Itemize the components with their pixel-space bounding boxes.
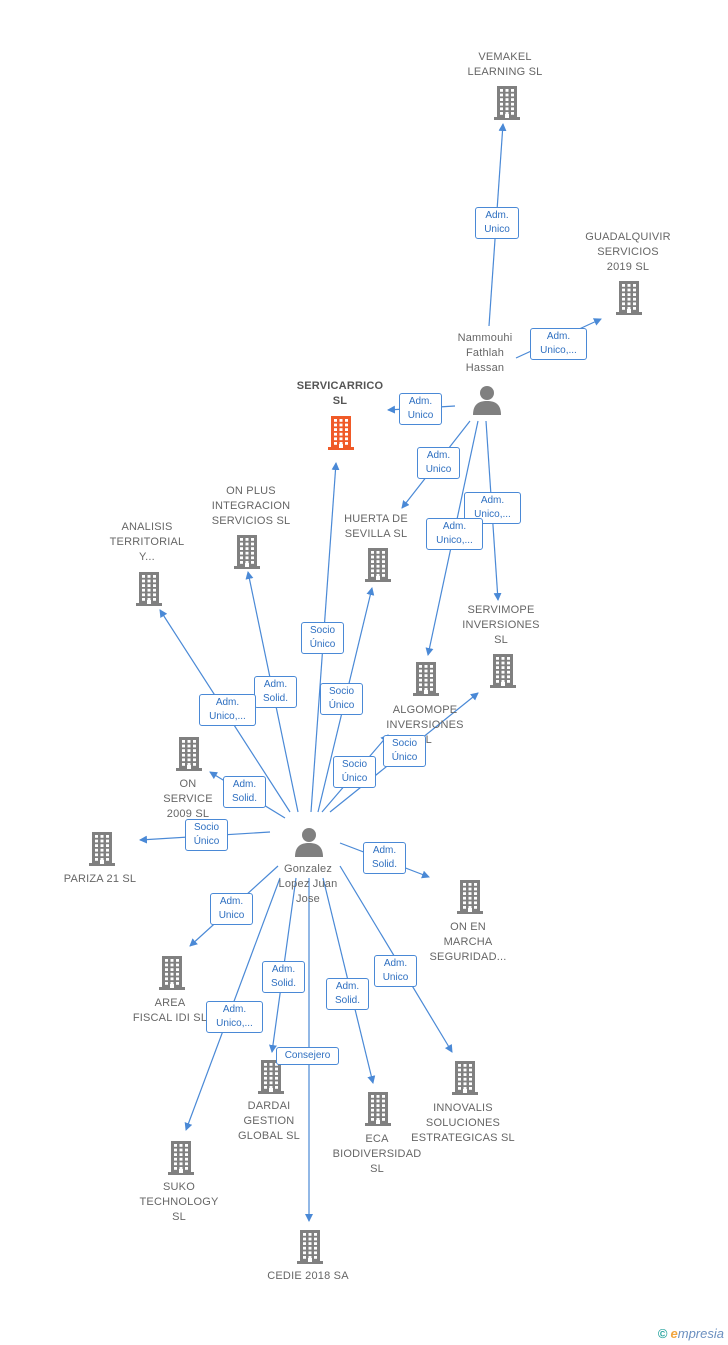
company-building-icon-servimope[interactable]	[438, 652, 568, 688]
company-building-icon-suko[interactable]	[116, 1139, 246, 1175]
company-building-icon-eca[interactable]	[313, 1090, 443, 1126]
edge-label-gonzalez-to-servicarrico[interactable]: Socio Único	[301, 622, 344, 654]
edge-label-nammouhi-to-servimope[interactable]: Adm. Unico,...	[464, 492, 521, 524]
company-building-icon-analisis[interactable]	[84, 570, 214, 606]
edge-label-nammouhi-to-algomope[interactable]: Adm. Unico,...	[426, 518, 483, 550]
node-label-onservice[interactable]: ON SERVICE 2009 SL	[163, 778, 213, 820]
edge-label-gonzalez-to-onservice[interactable]: Adm. Solid.	[223, 776, 266, 808]
brand-logo-text: empresia	[671, 1326, 724, 1341]
node-label-nammouhi[interactable]: Nammouhi Fathlah Hassan	[457, 332, 513, 374]
company-building-icon-vemakel[interactable]	[442, 84, 572, 120]
brand-logo-e: e	[670, 1326, 678, 1341]
node-label-dardai[interactable]: DARDAI GESTION GLOBAL SL	[238, 1100, 300, 1142]
edge-label-gonzalez-to-onplus[interactable]: Adm. Solid.	[254, 676, 297, 708]
edge-label-gonzalez-to-suko[interactable]: Adm. Unico,...	[206, 1001, 263, 1033]
node-label-analisis[interactable]: ANALISIS TERRITORIAL Y...	[109, 521, 185, 563]
edge-label-gonzalez-to-dardai[interactable]: Adm. Solid.	[262, 961, 305, 993]
node-label-cedie[interactable]: CEDIE 2018 SA	[267, 1270, 349, 1282]
node-label-area[interactable]: AREA FISCAL IDI SL	[132, 997, 208, 1024]
node-label-innovalis[interactable]: INNOVALIS SOLUCIONES ESTRATEGICAS SL	[411, 1102, 515, 1144]
company-building-icon-cedie[interactable]	[245, 1228, 375, 1264]
brand-logo-rest: mpresia	[677, 1326, 724, 1341]
node-label-servicarrico[interactable]: SERVICARRICO SL	[296, 380, 384, 407]
footer-brand[interactable]: ©empresia	[658, 1326, 724, 1341]
edge-label-gonzalez-to-area[interactable]: Adm. Unico	[210, 893, 253, 925]
company-building-icon-area[interactable]	[107, 954, 237, 990]
person-icon-gonzalez[interactable]	[244, 827, 374, 857]
edge-label-gonzalez-to-huerta[interactable]: Socio Único	[320, 683, 363, 715]
company-building-icon-huerta[interactable]	[313, 546, 443, 582]
edge-label-gonzalez-to-analisis[interactable]: Adm. Unico,...	[199, 694, 256, 726]
company-building-icon-onenmarcha[interactable]	[405, 878, 535, 914]
company-building-icon-dardai[interactable]	[206, 1058, 336, 1094]
edge-label-gonzalez-to-pariza[interactable]: Socio Único	[185, 819, 228, 851]
edge-label-nammouhi-to-huerta[interactable]: Adm. Unico	[417, 447, 460, 479]
edge-label-gonzalez-to-algomope[interactable]: Socio Único	[333, 756, 376, 788]
company-building-icon-onplus[interactable]	[182, 533, 312, 569]
node-label-onenmarcha[interactable]: ON EN MARCHA SEGURIDAD...	[429, 921, 507, 963]
node-label-pariza[interactable]: PARIZA 21 SL	[63, 873, 137, 885]
company-building-icon-algomope[interactable]	[361, 660, 491, 696]
edge-label-gonzalez-to-eca[interactable]: Adm. Solid.	[326, 978, 369, 1010]
node-label-guadalquivir[interactable]: GUADALQUIVIR SERVICIOS 2019 SL	[585, 231, 671, 273]
node-label-huerta[interactable]: HUERTA DE SEVILLA SL	[344, 513, 408, 540]
node-label-suko[interactable]: SUKO TECHNOLOGY SL	[139, 1181, 219, 1223]
company-building-icon-pariza[interactable]	[37, 830, 167, 866]
node-label-vemakel[interactable]: VEMAKEL LEARNING SL	[467, 51, 543, 78]
edge-label-gonzalez-to-servimope[interactable]: Socio Único	[383, 735, 426, 767]
person-icon-nammouhi[interactable]	[422, 385, 552, 415]
company-building-icon-innovalis[interactable]	[400, 1059, 530, 1095]
edge-label-gonzalez-to-cedie[interactable]: Consejero	[276, 1047, 339, 1065]
copyright-symbol: ©	[657, 1326, 668, 1341]
node-label-onplus[interactable]: ON PLUS INTEGRACION SERVICIOS SL	[211, 485, 291, 527]
company-building-icon-onservice[interactable]	[124, 735, 254, 771]
edge-label-gonzalez-to-innovalis[interactable]: Adm. Unico	[374, 955, 417, 987]
edge-label-nammouhi-to-guadalquivir[interactable]: Adm. Unico,...	[530, 328, 587, 360]
company-building-icon-servicarrico[interactable]	[276, 414, 406, 450]
node-label-gonzalez[interactable]: Gonzalez Lopez Juan Jose	[278, 863, 338, 905]
node-label-servimope[interactable]: SERVIMOPE INVERSIONES SL	[462, 604, 540, 646]
edge-label-gonzalez-to-onenmarcha[interactable]: Adm. Solid.	[363, 842, 406, 874]
edge-label-nammouhi-to-vemakel[interactable]: Adm. Unico	[475, 207, 519, 239]
node-label-eca[interactable]: ECA BIODIVERSIDAD SL	[332, 1133, 422, 1175]
company-building-icon-guadalquivir[interactable]	[564, 279, 694, 315]
edge-label-nammouhi-to-servicarrico[interactable]: Adm. Unico	[399, 393, 442, 425]
